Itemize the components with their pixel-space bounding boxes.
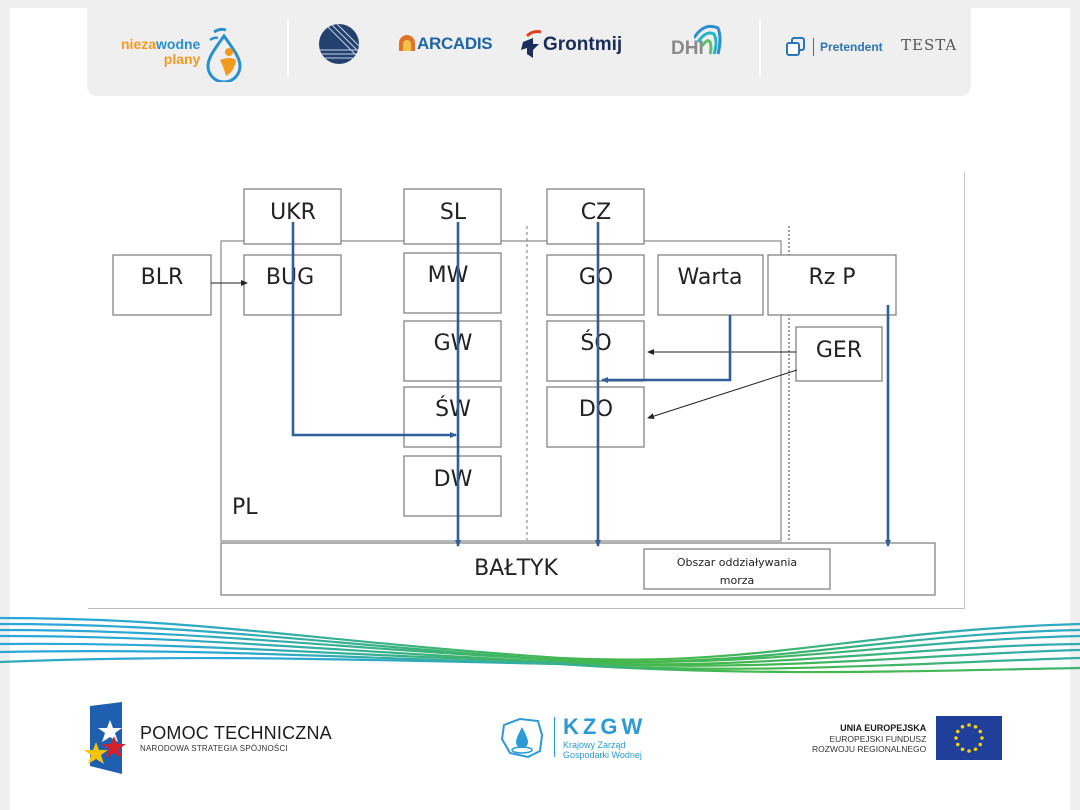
label-dw: DW <box>434 467 473 492</box>
eu-star-icon <box>973 724 978 729</box>
dhi-logo: DHI <box>671 20 722 60</box>
grontmij-logo: Grontmij <box>519 30 622 60</box>
logo-separator <box>759 20 761 76</box>
eu-star-icon <box>960 747 965 752</box>
eu-star-icon <box>973 747 978 752</box>
label-blr: BLR <box>141 265 184 290</box>
eu-flag-icon <box>936 716 1003 760</box>
box-ger <box>795 326 883 382</box>
dhi-wave-icon <box>693 24 722 55</box>
slide <box>10 8 1070 810</box>
box-rzp <box>767 254 897 316</box>
box-sl <box>403 188 502 245</box>
pretendent-logo: Pretendent <box>785 36 883 58</box>
label-ger: GER <box>816 338 862 363</box>
poland-map-drop-icon <box>500 717 544 759</box>
label-rzp: Rz P <box>808 265 855 290</box>
pomoc-techniczna-logo: POMOC TECHNICZNA NARODOWA STRATEGIA SPÓJ… <box>80 702 332 774</box>
flow-ukr-bug-to-vistula <box>291 222 457 438</box>
label-mw: MW <box>428 263 469 288</box>
label-sea-area-line2: morza <box>720 574 754 587</box>
grontmij-emblem-icon <box>521 30 542 58</box>
arcadis-emblem-icon <box>399 35 415 51</box>
testa-logo: TESTA <box>901 36 958 54</box>
box-blr <box>112 254 212 316</box>
eu-star-icon <box>978 742 983 747</box>
box-sea-area <box>643 548 831 590</box>
label-baltyk: BAŁTYK <box>474 556 558 581</box>
box-cz <box>546 188 645 245</box>
pretendent-emblem-icon <box>786 37 805 56</box>
eu-star-icon <box>978 729 983 734</box>
box-dw <box>403 455 502 517</box>
imgw-logo <box>317 22 361 66</box>
label-ukr: UKR <box>270 200 316 225</box>
logo-separator <box>287 20 289 76</box>
label-warta: Warta <box>678 265 743 290</box>
flow-warta-to-odra <box>601 315 732 383</box>
kzgw-logo: KZGW Krajowy Zarząd Gospodarki Wodnej <box>500 714 646 760</box>
water-drop-person-icon <box>206 27 242 82</box>
eu-star-icon <box>954 736 959 740</box>
label-sw: ŚW <box>435 396 471 422</box>
label-gw: GW <box>434 331 473 356</box>
label-do: DO <box>579 397 613 422</box>
eu-star-icon <box>980 736 985 740</box>
label-sl: SL <box>440 200 467 225</box>
box-gw <box>403 320 502 382</box>
label-pl: PL <box>232 495 258 520</box>
header-logo-bar: niezawodne plany ARCADIS <box>87 0 971 96</box>
eu-star-icon <box>967 749 972 753</box>
wave-decoration <box>0 616 1080 674</box>
nss-stars-icon <box>84 702 126 774</box>
eu-star-icon <box>960 724 965 729</box>
eu-logo: UNIA EUROPEJSKA EUROPEJSKI FUNDUSZ ROZWO… <box>812 716 1003 760</box>
eu-star-icon <box>956 729 960 734</box>
box-warta <box>657 254 764 316</box>
label-go: GO <box>579 265 613 290</box>
label-bug: BUG <box>266 265 314 290</box>
eu-star-icon <box>967 723 972 727</box>
label-cz: CZ <box>581 200 611 225</box>
box-go <box>546 254 645 316</box>
box-mw <box>403 252 502 314</box>
eu-star-icon <box>956 742 960 747</box>
imgw-emblem-icon <box>319 24 359 64</box>
niezawodne-plany-logo: niezawodne plany <box>121 22 248 82</box>
label-sea-area-line1: Obszar oddziaływania <box>677 556 797 569</box>
label-so: ŚO <box>580 330 611 356</box>
arrow-ger-to-do <box>647 369 798 420</box>
box-so <box>546 320 645 382</box>
box-do <box>546 386 645 448</box>
arcadis-logo: ARCADIS <box>397 34 493 54</box>
diagram-frame <box>88 172 965 609</box>
